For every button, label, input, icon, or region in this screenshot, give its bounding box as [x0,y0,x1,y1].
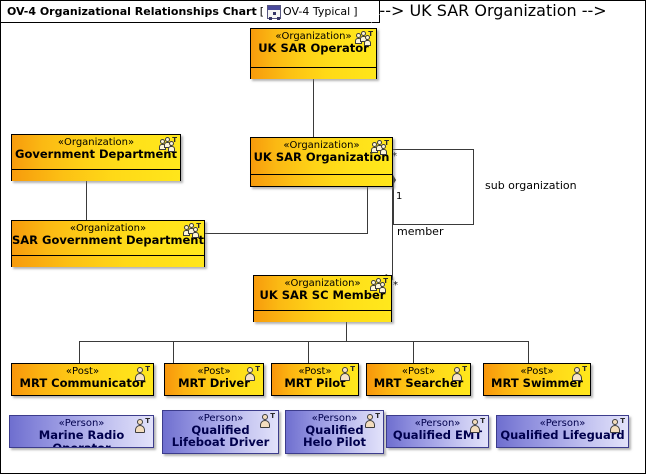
post-tree-drop-5 [528,341,529,363]
node-attributes-compartment [251,67,376,79]
sub-organization-target-multiplicity: * [392,151,397,162]
node-name: SAR Government Department [12,233,204,247]
diagram-frame-tab: OV-4 Organizational Relationships Chart … [1,1,380,23]
node-stereotype: «Person» [414,418,461,429]
person-icon: T [243,366,260,382]
post-tree-drop-2 [173,341,174,363]
node-mrt-driver[interactable]: T «Post» MRT Driver [164,363,264,396]
node-mrt-searcher[interactable]: T «Post» MRT Searcher [366,363,471,396]
node-attributes-compartment [251,174,392,186]
bracket-close: ] [353,5,358,18]
sub-organization-line-left [393,179,394,225]
node-name: Government Department [15,147,177,161]
generalization-line-sargov-h [205,233,368,234]
member-target-multiplicity: * [393,280,398,291]
person-icon: T [450,366,467,382]
diagram-icon [267,4,282,19]
node-marine-radio-operator[interactable]: T «Person» Marine Radio Operator [9,415,154,448]
node-stereotype: «Person» [197,413,244,424]
node-sar-government-department[interactable]: T «Organization» SAR Government Departme… [11,220,205,267]
node-name-line-2: Helo Pilot [303,435,366,449]
sub-organization-line-bottom [393,224,474,225]
post-tree-stem [346,322,347,341]
node-qualified-helo-pilot[interactable]: T «Person» Qualified Helo Pilot [285,410,384,454]
person-icon: T [468,418,485,434]
node-stereotype: «Post» [401,366,436,377]
sub-organization-line-top [393,149,474,150]
organization-icon: T [371,140,389,156]
node-attributes-compartment [12,255,204,267]
node-mrt-communicator[interactable]: T «Post» MRT Communicator [11,363,154,396]
post-tree-drop-3 [308,341,309,363]
generalization-line-sargov-v [367,187,368,234]
node-name: MRT Communicator [19,376,146,390]
post-tree-drop-1 [79,341,80,363]
node-qualified-emt[interactable]: T «Person» Qualified EMT [386,415,489,448]
node-attributes-compartment [254,310,391,322]
sub-organization-line-right-top [473,149,474,224]
diagram-reference-label: OV-4 Typical [283,5,351,18]
node-name: Marine Radio Operator [38,428,125,448]
node-stereotype: «Organization» [283,140,360,151]
member-label: member [397,225,444,238]
node-name-line-1: Qualified [191,423,250,437]
organization-icon: T [370,278,388,294]
node-name: UK SAR SC Member [259,288,386,302]
generalization-line-govdept [86,181,87,220]
organization-icon: T [355,31,373,47]
node-mrt-swimmer[interactable]: T «Post» MRT Swimmer [483,363,591,396]
node-name: Qualified EMT [392,428,483,442]
member-source-multiplicity: 1 [396,191,403,202]
node-stereotype: «Post» [197,366,231,377]
node-name: MRT Driver [178,376,250,390]
generalization-line-operator [313,79,314,137]
person-icon: T [363,413,380,429]
person-icon: T [608,418,625,434]
node-stereotype: «Person» [311,413,358,424]
sub-organization-label: sub organization [485,179,577,192]
person-icon: T [133,418,150,434]
node-stereotype: «Organization» [69,223,147,234]
page-title: OV-4 Organizational Relationships Chart [7,5,257,18]
node-qualified-lifeboat-driver[interactable]: T «Person» Qualified Lifeboat Driver [162,410,279,454]
node-stereotype: «Person» [539,418,586,429]
node-stereotype: «Organization» [275,31,352,42]
node-uk-sar-organization[interactable]: T «Organization» UK SAR Organization [250,137,393,187]
node-name: MRT Searcher [373,376,464,390]
person-icon: T [338,366,355,382]
bracket-open: [ [259,5,265,18]
node-name: UK SAR Operator [258,41,369,55]
node-mrt-pilot[interactable]: T «Post» MRT Pilot [271,363,359,396]
person-icon: T [570,366,587,382]
node-government-department[interactable]: T «Organization» Government Department [11,134,181,181]
node-uk-sar-operator[interactable]: T «Organization» UK SAR Operator [250,28,377,79]
node-stereotype: «Organization» [284,278,361,289]
node-name: MRT Swimmer [491,376,583,390]
node-name-line-2: Lifeboat Driver [171,435,270,449]
node-qualified-lifeguard[interactable]: T «Person» Qualified Lifeguard [496,415,629,448]
post-tree-bus [79,341,529,342]
node-name: MRT Pilot [284,376,346,390]
node-stereotype: «Post» [298,366,332,377]
organization-icon: T [183,223,201,239]
organization-icon: T [159,137,177,153]
node-attributes-compartment [12,169,180,181]
node-stereotype: «Post» [65,366,100,377]
node-name: UK SAR Organization [253,150,390,164]
node-uk-sar-sc-member[interactable]: T «Organization» UK SAR SC Member [253,275,392,322]
node-stereotype: «Organization» [57,137,135,148]
person-icon: T [133,366,150,382]
node-stereotype: «Post» [520,366,554,377]
person-icon: T [258,413,275,429]
post-tree-drop-4 [413,341,414,363]
node-name-line-1: Qualified [305,423,364,437]
member-line [392,179,393,279]
node-stereotype: «Person» [58,418,105,429]
node-name: Qualified Lifeguard [500,428,625,442]
